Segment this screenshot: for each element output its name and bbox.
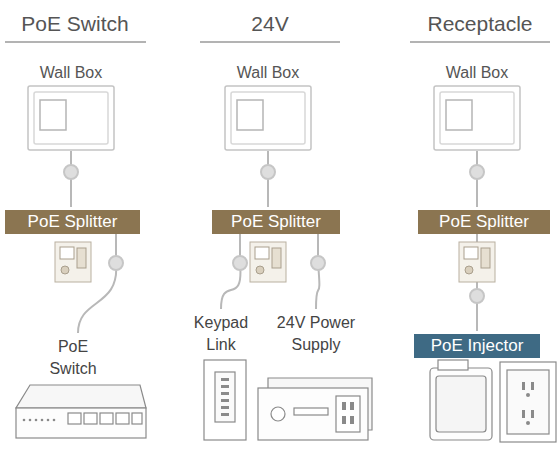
splitter-module bbox=[55, 242, 495, 282]
connector-line bbox=[78, 234, 116, 333]
node-text: 24V Power Supply bbox=[268, 312, 364, 356]
node-text: PoE Injector bbox=[431, 336, 524, 356]
keypad-device bbox=[204, 360, 246, 440]
device-label: 24V Power Supply bbox=[268, 312, 364, 358]
node-text: PoE Splitter bbox=[28, 212, 118, 232]
wall-box: Wall Box bbox=[225, 63, 311, 151]
connector-dot bbox=[64, 165, 484, 303]
wall-box: Wall Box bbox=[434, 63, 520, 151]
node-text: PoE Splitter bbox=[231, 212, 321, 232]
device-label: PoE Switch bbox=[42, 336, 104, 382]
device-label: Keypad Link bbox=[190, 312, 252, 358]
column-heading: PoE Switch bbox=[4, 12, 146, 36]
node-text: Keypad Link bbox=[190, 312, 252, 356]
node-text: Wall Box bbox=[434, 63, 520, 83]
splitter-band: PoE Splitter bbox=[5, 210, 140, 234]
power-supply-device bbox=[258, 378, 372, 440]
connector-line bbox=[316, 234, 319, 309]
node-text: PoE Splitter bbox=[439, 212, 529, 232]
heading-rule bbox=[5, 41, 550, 43]
injector-band: PoE Injector bbox=[414, 334, 540, 358]
outlet bbox=[500, 362, 556, 442]
column-heading: 24V bbox=[200, 12, 340, 36]
injector-device bbox=[430, 360, 492, 440]
node-text: Wall Box bbox=[225, 63, 311, 83]
splitter-band: PoE Splitter bbox=[418, 210, 550, 234]
wall-plate bbox=[28, 86, 520, 150]
column-heading: Receptacle bbox=[410, 12, 550, 36]
splitter-band: PoE Splitter bbox=[212, 210, 340, 234]
wall-box: Wall Box bbox=[28, 63, 114, 151]
node-text: Wall Box bbox=[28, 63, 114, 83]
node-text: PoE Switch bbox=[42, 336, 104, 380]
connector-line bbox=[221, 234, 240, 309]
switch-device bbox=[16, 385, 146, 438]
